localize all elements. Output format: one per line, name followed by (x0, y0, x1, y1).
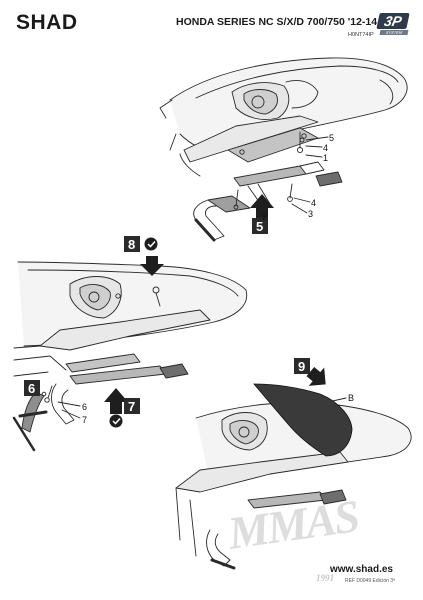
watermark-year: 1991 (316, 573, 334, 583)
step-9-label: 9 (298, 359, 305, 374)
step-8-label: 8 (128, 237, 135, 252)
callout-6: 6 (82, 402, 87, 412)
callout-B: B (348, 393, 354, 403)
footer-reference: REF D0049 Edición 3ª (345, 578, 395, 584)
callout-1: 1 (323, 153, 328, 163)
callout-7: 7 (82, 415, 87, 425)
check-icon-8 (144, 237, 158, 251)
callout-2: 2 (262, 212, 267, 222)
callout-5: 5 (329, 133, 334, 143)
check-icon-7 (109, 414, 123, 428)
step-7-label: 7 (128, 399, 135, 414)
model-title: HONDA SERIES NC S/X/D 700/750 '12-14 (176, 16, 378, 28)
reference-code: H0NT74IP (348, 32, 374, 38)
brand-logo: SHAD (16, 11, 78, 34)
footer-url: www.shad.es (330, 564, 393, 575)
callout-3: 3 (308, 209, 313, 219)
top-case-base (253, 383, 353, 457)
step-5-label: 5 (256, 219, 263, 234)
step-6-label: 6 (28, 381, 35, 396)
callout-4b: 4 (311, 198, 316, 208)
callout-4a: 4 (323, 143, 328, 153)
